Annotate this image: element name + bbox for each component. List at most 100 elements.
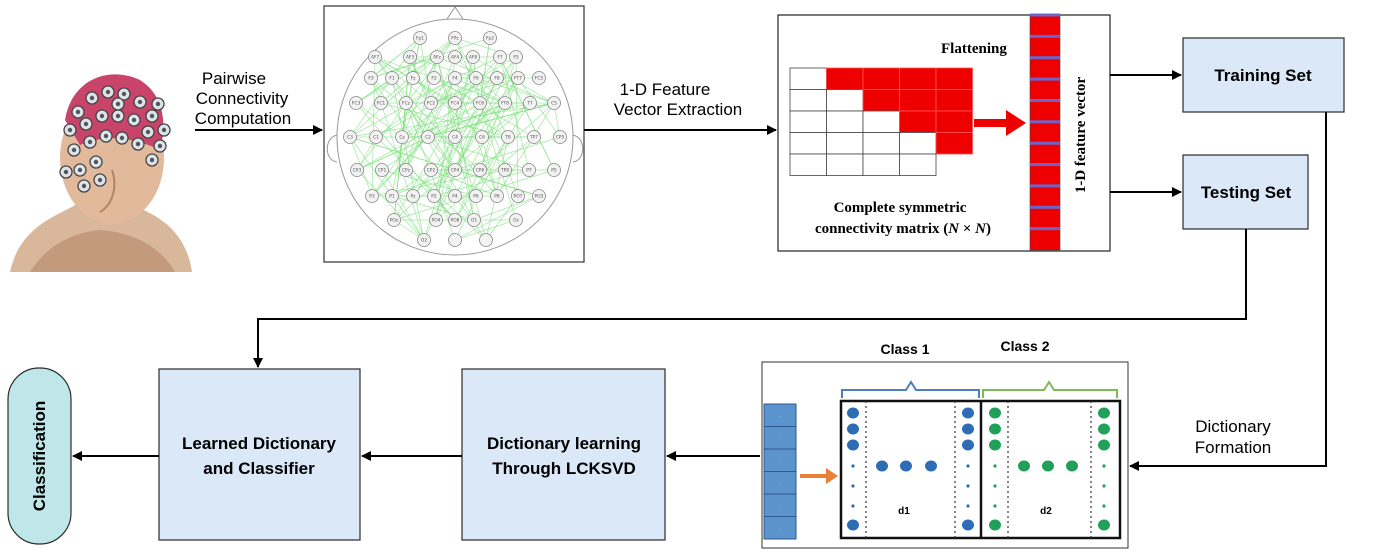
cap-electrode-center <box>81 183 87 189</box>
electrode-circle <box>553 130 567 144</box>
matrix-cell <box>899 132 937 155</box>
electrode-node: T7 <box>523 96 537 110</box>
dictionary-panel: ······ d1 d2 <box>761 361 1129 549</box>
eeg-head-illustration <box>10 74 192 272</box>
electrode-node: C3 <box>343 130 357 144</box>
atom-dot <box>1098 407 1110 419</box>
electrode-label: C4 <box>452 135 458 141</box>
electrode-circle <box>375 163 389 177</box>
electrode-circle <box>427 71 441 85</box>
vector-separator <box>1030 205 1060 209</box>
electrode-node: P4 <box>448 189 462 203</box>
electrode-label: P2 <box>431 194 437 200</box>
cap-electrode-center <box>89 95 95 101</box>
electrode-label: AF8 <box>469 55 478 61</box>
electrode-circle <box>417 233 431 247</box>
electrode-node: PO4 <box>429 213 443 227</box>
electrode-node: C2 <box>421 130 435 144</box>
electrode-node: P3 <box>365 189 379 203</box>
connectivity-edge <box>454 77 506 104</box>
electrode-label: FC2 <box>427 101 436 107</box>
atom-dot-small <box>993 484 997 488</box>
electrode-circle <box>430 50 444 64</box>
electrode-label: FPz <box>451 36 459 42</box>
electrode-circle <box>498 96 512 110</box>
electrode-circle <box>399 96 413 110</box>
electrode-label: O1 <box>471 218 477 224</box>
electrode-node: Pz <box>406 189 420 203</box>
electrode-node: F3 <box>364 71 378 85</box>
electrode-node: AF8 <box>466 50 480 64</box>
cap-electrode-center <box>161 127 167 133</box>
connectivity-edge <box>412 77 483 138</box>
class2-bracket <box>982 380 1118 398</box>
connectivity-edge <box>454 136 561 171</box>
matrix-caption-line1: Complete symmetric <box>834 200 967 216</box>
electrode-label: Pz <box>411 194 417 200</box>
electrode-circle <box>448 189 462 203</box>
connectivity-edge <box>454 56 501 79</box>
input-vector-cell <box>763 516 797 540</box>
testing-set-box: Testing Set <box>1182 154 1309 230</box>
cap-electrode-center <box>87 139 93 145</box>
electrode-label: CP2 <box>427 168 436 174</box>
learned-line2: and Classifier <box>203 459 315 478</box>
cap-electrode-center <box>103 133 109 139</box>
matrix-cell-upper <box>899 110 937 133</box>
input-vector-mark: · <box>779 414 781 420</box>
input-vector-mark: · <box>779 459 781 465</box>
electrode-label: Cz <box>399 135 405 141</box>
electrode-circle <box>413 31 427 45</box>
electrode-node: F5 <box>509 50 523 64</box>
electrode-label: FC5 <box>535 76 544 82</box>
electrode-node: F6 <box>469 71 483 85</box>
electrode-label: FC3 <box>352 101 361 107</box>
d1-label: d1 <box>898 506 910 517</box>
electrode-node: C6 <box>475 130 489 144</box>
electrode-node: C4 <box>448 130 462 144</box>
electrode-circle <box>547 96 561 110</box>
electrode-label: TP7 <box>529 135 538 141</box>
electrode-label: TP8 <box>500 168 509 174</box>
electrode-circle <box>421 130 435 144</box>
electrode-node: CPz <box>399 163 413 177</box>
matrix-cell <box>826 89 864 112</box>
electrode-node: CP6 <box>473 163 487 177</box>
matrix-cell-upper <box>935 89 973 112</box>
connectivity-edge <box>375 136 487 241</box>
electrode-circle <box>467 213 481 227</box>
connectivity-edge <box>479 102 517 221</box>
electrode-circle <box>406 71 420 85</box>
cap-electrode-center <box>99 113 105 119</box>
electrode-circle <box>385 71 399 85</box>
vector-separator <box>1030 120 1060 124</box>
electrode-label: T7 <box>526 101 533 107</box>
electrode-node: O2 <box>417 233 431 247</box>
electrode-node: CP4 <box>448 163 462 177</box>
atom-dot-small <box>851 484 855 488</box>
electrode-label: CPz <box>402 168 411 174</box>
connectivity-edge <box>401 56 438 138</box>
connectivity-edge <box>391 169 432 197</box>
matrix-cell-upper <box>935 110 973 133</box>
electrode-label: F5 <box>513 55 519 61</box>
connectivity-edge <box>370 37 421 79</box>
connectivity-edge <box>454 195 540 241</box>
vector-cell <box>1029 228 1061 251</box>
matrix-cell <box>862 110 900 133</box>
connectivity-edge <box>485 195 519 241</box>
electrode-node: FC2 <box>424 96 438 110</box>
matrix-cell-upper <box>826 67 864 90</box>
connectivity-edge <box>479 37 491 104</box>
pairwise-line1: Pairwise <box>202 69 266 88</box>
electrode-node: P2 <box>427 189 441 203</box>
electrode-node: F4 <box>448 71 462 85</box>
flatten-arrow <box>974 110 1026 136</box>
matrix-cell <box>826 153 864 176</box>
electrode-circle <box>532 189 546 203</box>
electrode-node: C5 <box>547 96 561 110</box>
vector-cell <box>1029 100 1061 123</box>
matrix-cell <box>789 110 827 133</box>
vector-separator <box>1030 163 1060 167</box>
